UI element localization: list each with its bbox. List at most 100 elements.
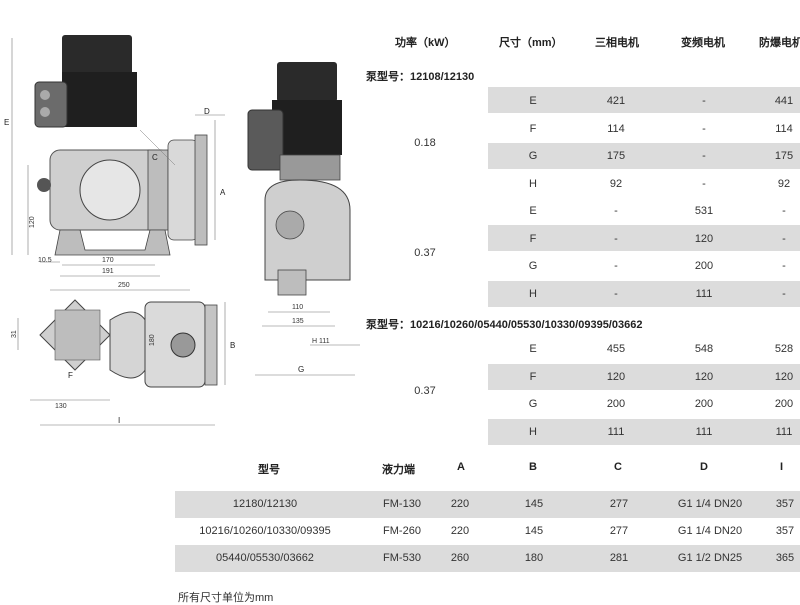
- group-title-1: 泵型号：12108/12130: [366, 71, 475, 83]
- explosion-proof-value: -: [782, 233, 786, 245]
- three-phase-value: 114: [607, 123, 625, 135]
- vfd-value: -: [702, 95, 706, 107]
- dim-191: 191: [102, 268, 114, 275]
- dimension-label: F: [529, 123, 537, 135]
- three-phase-value: 92: [609, 178, 623, 190]
- dim-110: 110: [292, 304, 303, 311]
- value-C: 277: [609, 525, 629, 537]
- explosion-proof-value: 120: [774, 371, 794, 383]
- header-liquid-end: 液力端: [382, 464, 415, 476]
- label-D: D: [204, 107, 210, 116]
- vfd-value: 200: [694, 398, 714, 410]
- dim-135: 135: [292, 318, 304, 325]
- liquid-end: FM-260: [383, 525, 421, 537]
- header-C: C: [614, 461, 622, 473]
- value-B: 145: [524, 525, 544, 537]
- dimension-label: G: [528, 260, 538, 272]
- dim-250: 250: [118, 282, 130, 289]
- explosion-proof-value: 441: [774, 95, 794, 107]
- dim-180: 180: [149, 334, 156, 346]
- label-G: G: [298, 365, 304, 374]
- three-phase-value: -: [614, 288, 618, 300]
- model-name: 10216/10260/10330/09395: [199, 525, 331, 537]
- vfd-value: 111: [695, 288, 713, 300]
- front-view-drawing: E 120 D A C 10.5 170 191 250: [4, 35, 226, 291]
- vfd-value: -: [702, 150, 706, 162]
- row-band: [488, 281, 800, 307]
- header-vfd: 变频电机: [681, 37, 725, 49]
- explosion-proof-value: -: [782, 260, 786, 272]
- dim-10-5: 10.5: [38, 257, 52, 264]
- header-power: 功率（kW）: [395, 37, 456, 49]
- dim-170: 170: [102, 257, 114, 264]
- three-phase-value: -: [614, 260, 618, 272]
- vfd-value: 111: [695, 426, 713, 438]
- dimension-label: H: [529, 178, 537, 190]
- value-B: 145: [524, 498, 544, 510]
- header-I: I: [780, 461, 784, 473]
- three-phase-value: 455: [606, 343, 626, 355]
- value-I: 357: [775, 525, 795, 537]
- top-view-drawing: 31 F 130 I 180 B G H 111: [11, 299, 360, 426]
- dim-31: 31: [11, 330, 18, 338]
- power-value: 0.37: [414, 385, 436, 397]
- three-phase-value: -: [614, 205, 618, 217]
- label-A: A: [220, 188, 226, 197]
- dimension-label: E: [529, 95, 537, 107]
- row-band: [488, 87, 800, 113]
- three-phase-value: 200: [606, 398, 626, 410]
- liquid-end: FM-530: [383, 552, 421, 564]
- header-model: 型号: [258, 464, 280, 476]
- side-view-drawing: 110 135: [247, 62, 351, 327]
- dimension-label: F: [529, 371, 537, 383]
- model-name: 05440/05530/03662: [216, 552, 314, 564]
- explosion-proof-value: -: [782, 205, 786, 217]
- model-name: 12180/12130: [232, 498, 298, 510]
- three-phase-value: 421: [606, 95, 626, 107]
- vfd-value: -: [702, 123, 706, 135]
- value-C: 281: [609, 552, 629, 564]
- pump-dimension-drawings: E 120 D A C 10.5 170 191 250: [4, 35, 360, 426]
- label-I: I: [118, 416, 120, 425]
- value-D: G1 1/4 DN20: [677, 525, 743, 537]
- value-A: 260: [450, 552, 470, 564]
- group-title-2: 泵型号：10216/10260/05440/05530/10330/09395/…: [366, 319, 643, 331]
- dimension-label: G: [528, 150, 538, 162]
- explosion-proof-value: 111: [775, 426, 793, 438]
- row-band: [488, 225, 800, 251]
- row-band: [488, 143, 800, 169]
- units-note: 所有尺寸单位为mm: [178, 592, 274, 604]
- header-B: B: [529, 461, 537, 473]
- dim-120: 120: [29, 216, 36, 228]
- label-E: E: [4, 118, 9, 127]
- value-D: G1 1/4 DN20: [677, 498, 743, 510]
- vfd-value: 200: [694, 260, 714, 272]
- three-phase-value: 120: [606, 371, 626, 383]
- liquid-end: FM-130: [383, 498, 421, 510]
- value-I: 365: [775, 552, 795, 564]
- header-three-phase: 三相电机: [595, 37, 639, 49]
- vfd-value: 120: [694, 371, 714, 383]
- header-explosion-proof: 防爆电机: [759, 37, 800, 49]
- explosion-proof-value: 92: [777, 178, 791, 190]
- explosion-proof-value: 114: [775, 123, 793, 135]
- vfd-value: 120: [694, 233, 714, 245]
- value-A: 220: [450, 498, 470, 510]
- dimension-label: E: [529, 343, 537, 355]
- power-value: 0.37: [414, 247, 436, 259]
- vfd-value: 548: [694, 343, 714, 355]
- label-F: F: [68, 371, 73, 380]
- dim-130: 130: [55, 403, 67, 410]
- three-phase-value: 111: [607, 426, 625, 438]
- vfd-value: 531: [694, 205, 714, 217]
- row-band: [488, 419, 800, 445]
- header-A: A: [457, 461, 465, 473]
- dimension-label: H: [529, 288, 537, 300]
- label-C: C: [152, 153, 158, 162]
- header-size: 尺寸（mm）: [499, 37, 563, 49]
- dimension-label: F: [529, 233, 537, 245]
- value-I: 357: [775, 498, 795, 510]
- vfd-value: -: [702, 178, 706, 190]
- explosion-proof-value: -: [782, 288, 786, 300]
- power-value: 0.18: [414, 137, 436, 149]
